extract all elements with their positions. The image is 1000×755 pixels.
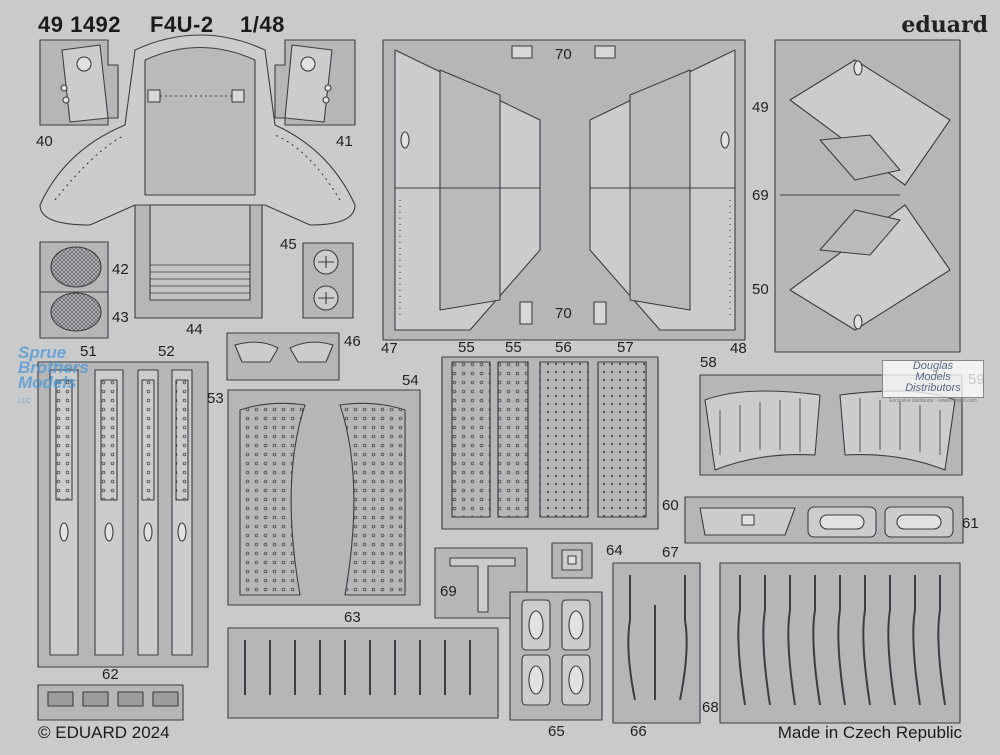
- part-label: 63: [344, 609, 361, 626]
- part-label: 64: [606, 542, 623, 559]
- part-51-53: [37, 361, 209, 668]
- scale-label: 1/48: [240, 12, 285, 37]
- part-label: 40: [36, 133, 53, 150]
- part-label: 69: [440, 583, 457, 600]
- part-41: [274, 39, 356, 126]
- part-label: 45: [280, 236, 297, 253]
- part-label: 61: [962, 515, 979, 532]
- part-label: 57: [617, 339, 634, 356]
- watermark: Sprue Brothers Models LLC: [18, 343, 118, 409]
- part-54-63: [227, 389, 421, 606]
- distributor-line: Douglas: [912, 360, 954, 372]
- part-label: 62: [102, 666, 119, 683]
- part-60-61: [684, 496, 964, 544]
- part-label: 48: [730, 340, 747, 357]
- part-label: 54: [402, 372, 419, 389]
- distributor-line: Distributors: [905, 382, 961, 394]
- watermark-suffix: LLC: [18, 398, 31, 405]
- distributor-line: Models: [915, 371, 951, 383]
- part-62: [37, 684, 184, 721]
- part-49-50: [774, 39, 961, 353]
- distributor-fineprint: Exclusive distributor · www.eduard.com: [889, 398, 977, 404]
- part-label: 44: [186, 321, 203, 338]
- part-label: 43: [112, 309, 129, 326]
- part-66-67: [612, 562, 701, 724]
- part-42: [39, 241, 109, 293]
- part-label: 56: [555, 339, 572, 356]
- part-44: [39, 34, 356, 319]
- watermark-line: Sprue: [18, 343, 67, 362]
- part-label: 68: [702, 699, 719, 716]
- part-label: 50: [752, 281, 769, 298]
- part-label: 58: [700, 354, 717, 371]
- part-label: 65: [548, 723, 565, 740]
- part-label: 53: [207, 390, 224, 407]
- part-64: [551, 542, 593, 579]
- part-47-48: [382, 39, 746, 341]
- part-label: 47: [381, 340, 398, 357]
- watermark-line: Models: [18, 373, 77, 392]
- part-label: 46: [344, 333, 361, 350]
- part-label: 55: [458, 339, 475, 356]
- origin: Made in Czech Republic: [777, 723, 962, 742]
- part-label: 70: [555, 46, 572, 63]
- part-label: 52: [158, 343, 175, 360]
- brand-logo: eduard: [901, 12, 988, 38]
- part-43: [39, 291, 109, 339]
- part-label: 41: [336, 133, 353, 150]
- part-label: 67: [662, 544, 679, 561]
- distributor-badge: Douglas Models Distributors Exclusive di…: [882, 360, 984, 404]
- part-label: 55: [505, 339, 522, 356]
- part-68: [719, 562, 961, 724]
- part-45: [302, 242, 354, 319]
- part-label: 66: [630, 723, 647, 740]
- part-55-57: [441, 356, 659, 530]
- part-46: [226, 332, 340, 381]
- part-40: [39, 39, 119, 126]
- part-label: 69: [752, 187, 769, 204]
- part-label: 60: [662, 497, 679, 514]
- part-label: 42: [112, 261, 129, 278]
- part-harness-strip: [227, 627, 499, 719]
- set-number: 49 1492: [38, 12, 122, 37]
- watermark-line: Brothers: [18, 358, 89, 377]
- copyright: © EDUARD 2024: [38, 723, 170, 742]
- model-name: F4U-2: [150, 12, 214, 37]
- part-label: 70: [555, 305, 572, 322]
- part-label: 51: [80, 343, 97, 360]
- part-label: 49: [752, 99, 769, 116]
- part-65: [509, 591, 603, 721]
